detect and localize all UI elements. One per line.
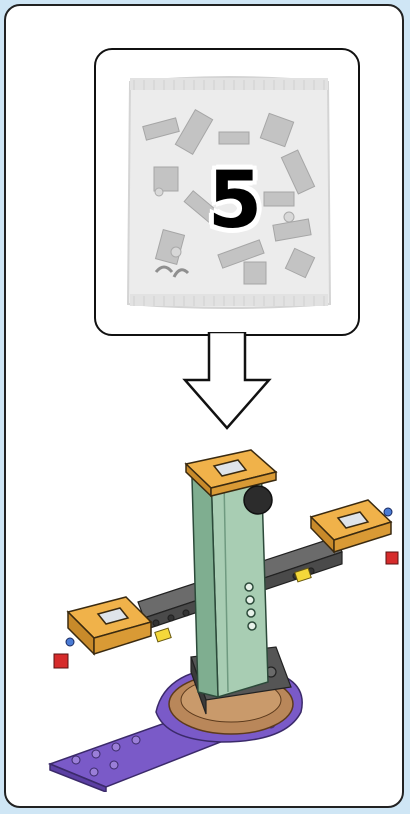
instruction-panel: 5 bbox=[4, 4, 404, 808]
bag-number: 5 bbox=[200, 156, 270, 246]
parts-bag-callout: 5 bbox=[94, 48, 360, 336]
left-orange-plate bbox=[68, 597, 151, 654]
lego-see-saw-model-illustration bbox=[46, 442, 406, 792]
down-arrow-icon bbox=[181, 332, 273, 432]
